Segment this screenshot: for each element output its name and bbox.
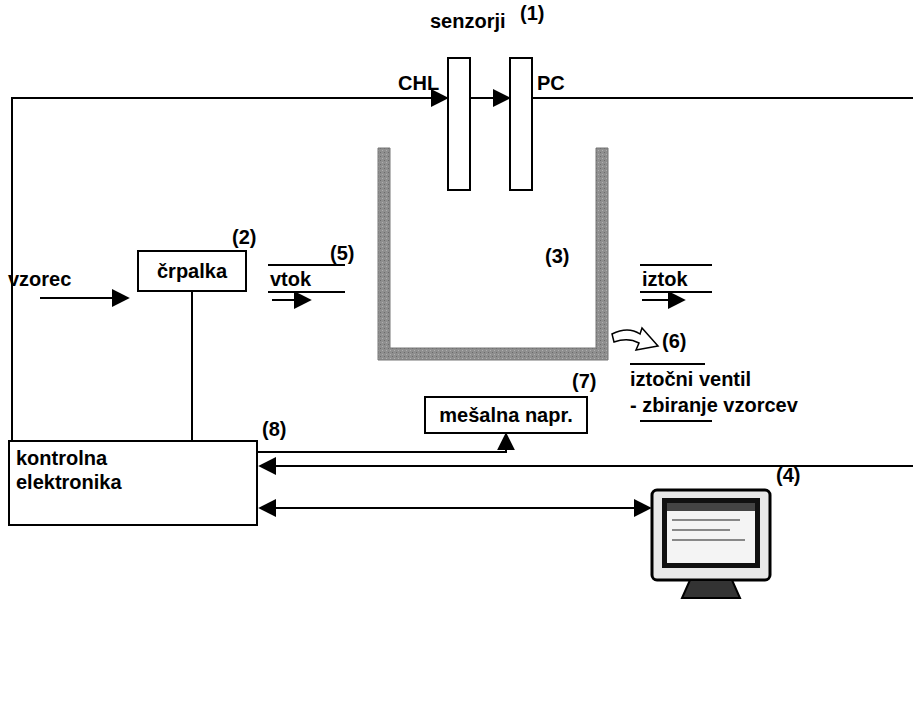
tank-vessel [378,148,608,360]
sensor-probe [448,58,470,190]
callout-number: (5) [330,242,354,265]
callout-number: (2) [232,226,256,249]
flow-line [640,264,712,266]
node-text: črpalka [145,259,239,283]
data-link [260,507,650,509]
flow-arrow [40,297,128,299]
flow-arrow [642,299,684,301]
part-label: iztok [642,268,688,291]
text-rule [630,363,705,365]
sensor-probe [510,58,532,190]
text-rule [640,420,712,422]
monitor-icon [652,490,770,598]
part-label: - zbiranje vzorcev [630,394,798,417]
part-label: vzorec [8,268,71,291]
node-text: mešalna napr. [432,403,580,427]
callout-number: (7) [572,370,596,393]
return-wire [260,465,913,467]
callout-number: (4) [776,464,800,487]
connector [191,292,193,440]
connector [258,434,506,452]
part-label: PC [537,72,565,95]
wire-arrow [420,97,447,99]
wire-arrow [480,97,509,99]
valve-arrow [612,328,658,350]
flow-line [268,264,345,266]
control-box: kontrolna elektronika [8,440,258,526]
part-label: senzorji [430,10,506,33]
flow-line [268,291,345,293]
callout-number: (8) [262,418,286,441]
flow-arrow [272,299,310,301]
process-box: mešalna napr. [424,396,588,434]
flow-line [640,291,712,293]
callout-number: (6) [662,330,686,353]
callout-number: (3) [545,245,569,268]
node-text: kontrolna elektronika [16,446,166,494]
callout-number: (1) [520,2,544,25]
process-box: črpalka [137,250,247,292]
part-label: CHL [398,72,439,95]
part-label: iztočni ventil [630,368,751,391]
part-label: vtok [270,268,311,291]
